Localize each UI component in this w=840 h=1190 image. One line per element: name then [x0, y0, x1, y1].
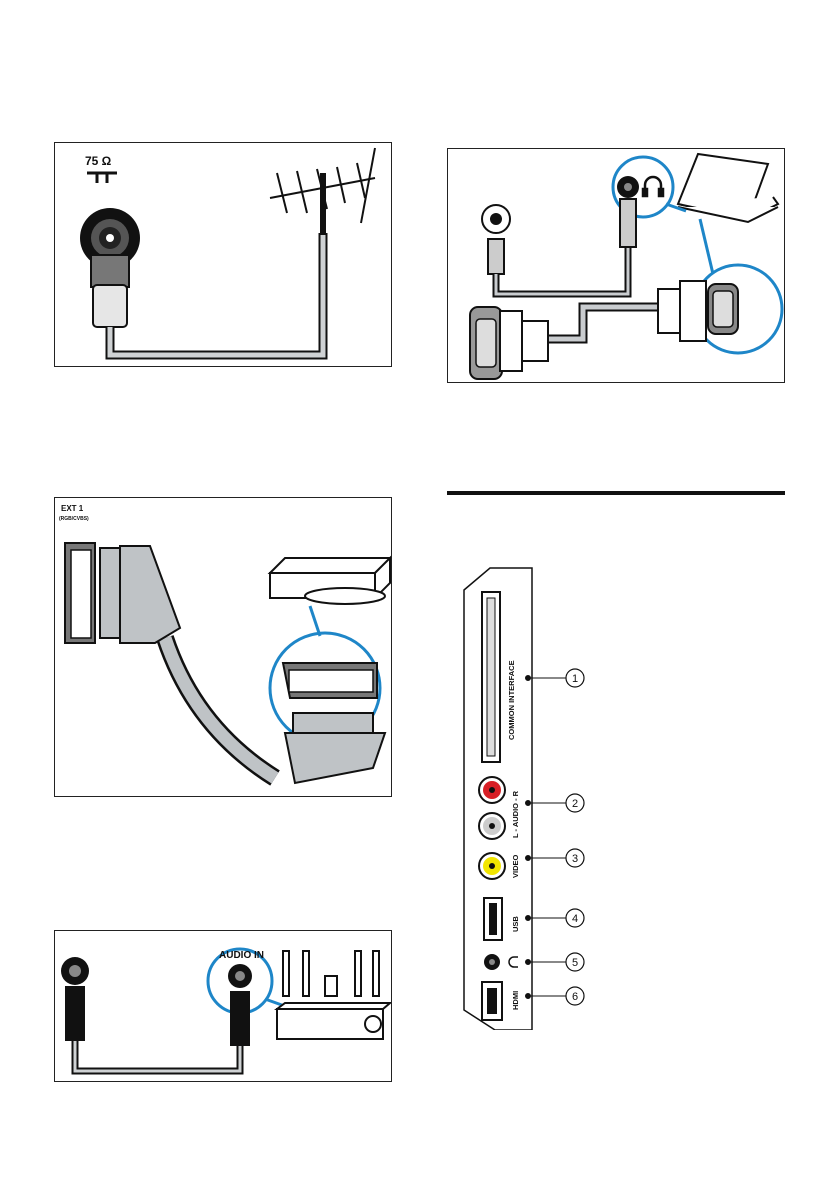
scart-socket-closeup-icon: [281, 662, 387, 785]
audio-rca-white-icon: [478, 812, 506, 840]
callout-number-5: 5: [572, 957, 578, 969]
scart-socket-icon: [64, 542, 96, 644]
hdmi-label: HDMI: [511, 991, 520, 1010]
audio-rca-red-icon: [478, 776, 506, 804]
home-theatre-icon: [274, 950, 391, 1040]
audio-connection-diagram: AUDIO IN: [54, 930, 392, 1082]
usb-port-icon: [483, 897, 503, 941]
video-label: VIDEO: [511, 854, 520, 878]
callout-5: [565, 952, 585, 972]
scart-cable: [156, 635, 280, 786]
hdmi-port-icon: [481, 981, 503, 1021]
video-rca-yellow-icon: [478, 852, 506, 880]
common-interface-label: COMMON INTERFACE: [507, 660, 516, 740]
headphone-icon: [641, 175, 665, 198]
audio-in-socket-icon: [228, 964, 252, 1046]
side-connectors-diagram: COMMON INTERFACE L - AUDIO - R VIDEO USB…: [440, 560, 680, 1031]
callout-number-4: 4: [572, 913, 578, 925]
usb-label: USB: [511, 916, 520, 932]
headphone-jack-icon: [617, 176, 639, 198]
antenna-symbol-icon: [87, 171, 117, 183]
audio-label: L - AUDIO - R: [511, 790, 520, 838]
laptop-icon: [676, 152, 780, 224]
callout-number-2: 2: [572, 798, 578, 810]
scart-port-sublabel: (RGB/CVBS): [59, 516, 89, 522]
pc-connection-diagram: [447, 148, 785, 383]
common-interface-slot-icon: [481, 591, 501, 763]
impedance-label: 75 Ω: [85, 154, 112, 168]
coax-plug-icon: [90, 254, 130, 328]
dvd-player-icon: [267, 555, 391, 605]
scart-connection-diagram: EXT 1 (RGB/CVBS): [54, 497, 392, 797]
callout-number-1: 1: [572, 673, 578, 685]
vga-cable: [548, 302, 658, 344]
vga-plug-icon: [499, 280, 707, 372]
headphone-icon: [508, 956, 518, 968]
headphone-port-icon: [484, 954, 500, 970]
callout-4: [565, 908, 585, 928]
antenna-connection-diagram: 75 Ω: [54, 142, 392, 367]
scart-plug-icon: [99, 545, 182, 644]
section-divider: [447, 491, 785, 495]
audio-cable: [492, 229, 632, 298]
audio-cable: [71, 1041, 244, 1075]
audio-out-socket-icon: [61, 957, 89, 1041]
pc-vga-port-icon: [707, 283, 739, 335]
coax-socket-icon: [80, 208, 140, 268]
tv-vga-port-icon: [469, 306, 503, 380]
callout-number-6: 6: [572, 991, 578, 1003]
audio-jack-socket-icon: [481, 204, 511, 275]
callout-1: [565, 668, 585, 688]
scart-port-label: EXT 1: [61, 504, 84, 513]
callout-3: [565, 848, 585, 868]
callout-6: [565, 986, 585, 1006]
antenna-icon: [269, 147, 376, 235]
audio-in-label: AUDIO IN: [219, 950, 264, 961]
callout-number-3: 3: [572, 853, 578, 865]
callout-2: [565, 793, 585, 813]
antenna-cable: [105, 233, 328, 360]
